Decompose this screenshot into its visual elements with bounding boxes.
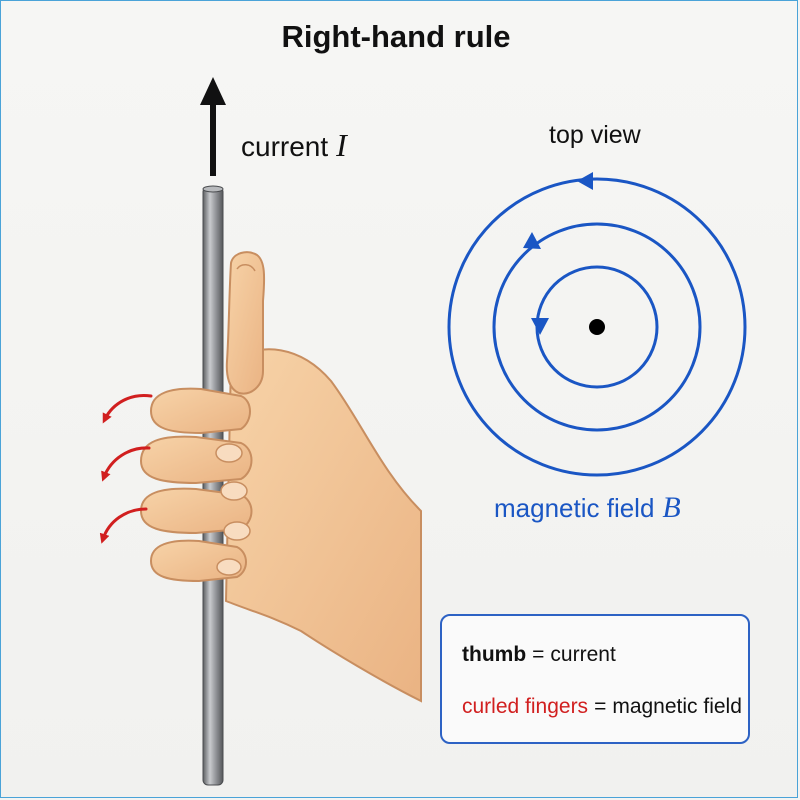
legend-thumb-term: thumb: [462, 643, 527, 666]
field-direction-arrows: [523, 172, 593, 335]
top-view-label: top view: [549, 121, 641, 149]
field-arrow-middle: [523, 232, 541, 249]
legend-fingers-meaning: magnetic field: [612, 695, 742, 718]
field-lines: [447, 177, 747, 477]
curl-arrow-3: [99, 507, 148, 544]
curled-fingers: [139, 387, 253, 583]
current-symbol: I: [336, 127, 347, 163]
legend-row-fingers: curled fingers=magnetic field: [462, 695, 742, 719]
conductor-rod: [202, 186, 224, 786]
current-arrow: [200, 77, 226, 176]
curl-arrows: [99, 393, 153, 544]
legend-fingers-equals: =: [594, 695, 607, 718]
curl-arrow-1: [102, 393, 153, 424]
magnetic-field-symbol: B: [662, 491, 681, 524]
field-arrow-outer: [577, 172, 593, 190]
legend-thumb-meaning: current: [550, 643, 616, 666]
legend-thumb-equals: =: [532, 643, 545, 666]
current-label-text: current: [241, 131, 329, 162]
field-circle-middle: [492, 222, 702, 432]
magnetic-field-label-text: magnetic field: [494, 493, 655, 523]
right-hand: [139, 251, 422, 703]
legend-row-thumb: thumb=current: [462, 643, 616, 667]
legend-box: thumb=current curled fingers=magnetic fi…: [440, 614, 750, 744]
field-circle-outer: [447, 177, 747, 477]
legend-fingers-term: curled fingers: [462, 695, 589, 718]
wire-cross-section-dot: [589, 319, 605, 335]
thumb: [225, 251, 266, 395]
field-arrow-inner: [531, 318, 549, 335]
diagram-title: Right-hand rule: [281, 19, 511, 54]
curl-arrow-2: [101, 446, 151, 482]
